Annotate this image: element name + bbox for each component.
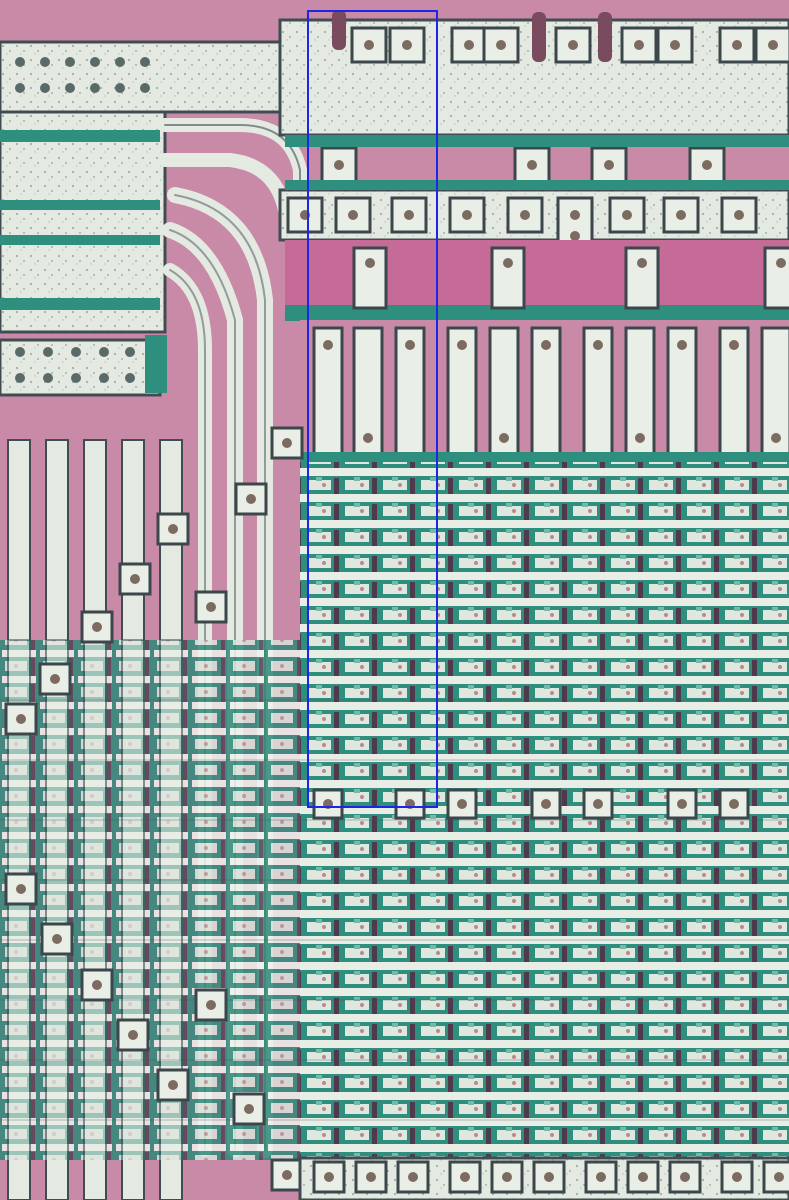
top-left-metal-block — [0, 40, 292, 397]
bottom-pad-row — [298, 1156, 789, 1200]
column-fingers — [300, 320, 789, 470]
array-contact-row — [312, 788, 750, 820]
pink-band — [285, 240, 789, 321]
top-pad-row — [278, 10, 789, 250]
staircase-contacts — [4, 426, 304, 1192]
